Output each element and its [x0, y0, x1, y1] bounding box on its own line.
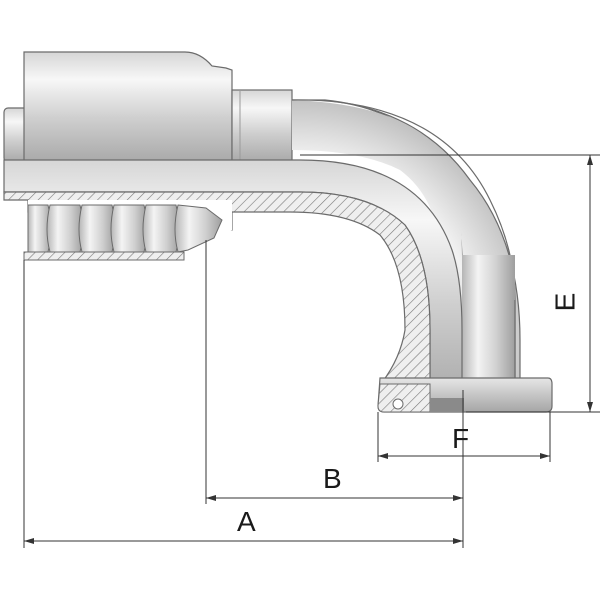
- section-view: [3, 159, 463, 401]
- dimension-lines: [23, 154, 600, 548]
- dimension-label-f: F: [452, 423, 470, 454]
- insert-teeth: [27, 204, 223, 253]
- flange: [377, 377, 553, 413]
- dimension-label-b: B: [323, 463, 342, 494]
- ferrule-outer: [3, 51, 293, 163]
- dimension-label-a: A: [237, 506, 256, 537]
- dimension-arrows: [24, 155, 593, 544]
- elbow-body: [291, 99, 521, 389]
- dimension-label-e: E: [549, 292, 581, 312]
